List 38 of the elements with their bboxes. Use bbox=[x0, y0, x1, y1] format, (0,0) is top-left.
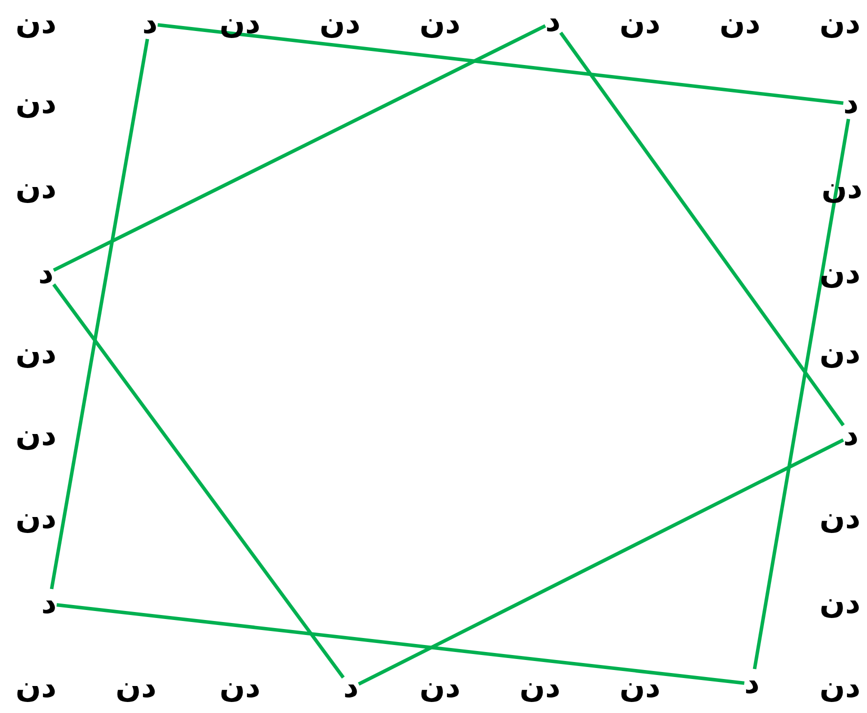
grid-letters: دن bbox=[16, 421, 56, 451]
square-side bbox=[52, 283, 345, 679]
vertex-letter: د bbox=[843, 421, 859, 451]
grid-letters: دن bbox=[16, 174, 56, 204]
grid-letters: دن bbox=[16, 339, 56, 369]
vertex-letter: د bbox=[142, 9, 158, 39]
vertex-letter: د bbox=[343, 673, 359, 703]
vertex-letter: د bbox=[843, 89, 859, 119]
square-side bbox=[52, 24, 546, 272]
grid-letters: دن bbox=[820, 504, 860, 534]
grid-letters: دن bbox=[620, 673, 660, 703]
grid-letters: دن bbox=[16, 673, 56, 703]
square-side bbox=[158, 23, 844, 105]
grid-letters: دن bbox=[820, 339, 860, 369]
grid-letters: دن bbox=[16, 9, 56, 39]
grid-letters: دن bbox=[16, 89, 56, 119]
grid-letters: دن bbox=[620, 9, 660, 39]
vertex-letter: د bbox=[41, 589, 57, 619]
grid-letters: دن bbox=[116, 673, 156, 703]
vertex-letter: د bbox=[545, 7, 561, 37]
grid-letters: دن bbox=[820, 589, 860, 619]
grid-letters: دن bbox=[420, 673, 460, 703]
grid-letters: دن bbox=[420, 9, 460, 39]
square-side bbox=[56, 603, 744, 685]
vertex-letter: د bbox=[744, 669, 760, 699]
square-side bbox=[752, 118, 850, 670]
grid-letters: دن bbox=[320, 9, 360, 39]
grid-letters: دن bbox=[220, 673, 260, 703]
grid-letters: دن bbox=[720, 9, 760, 39]
square-side bbox=[559, 32, 845, 426]
grid-letters: دن bbox=[820, 673, 860, 703]
vertex-letter: د bbox=[38, 259, 54, 289]
square-side bbox=[358, 438, 844, 686]
square-side bbox=[50, 38, 150, 590]
grid-letters: دن bbox=[16, 504, 56, 534]
grid-letters: دن bbox=[820, 9, 860, 39]
grid-letters: دن bbox=[220, 9, 260, 39]
grid-letters: دن bbox=[520, 673, 560, 703]
